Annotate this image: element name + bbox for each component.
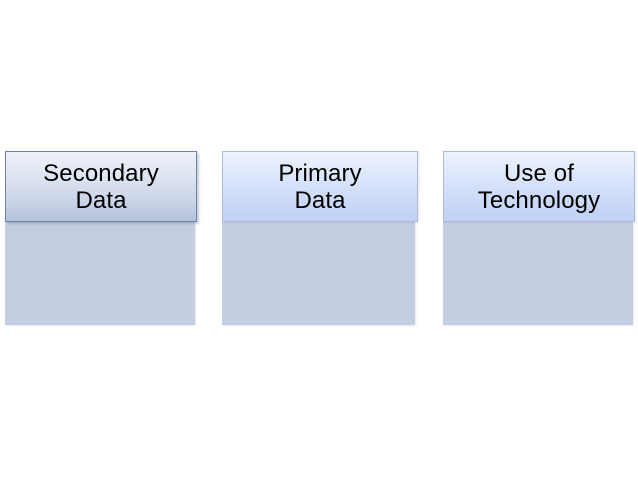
column-header-label-use-of-technology: Use of Technology (477, 159, 601, 214)
column-body-primary-data[interactable] (222, 222, 415, 325)
column-header-label-primary-data: Primary Data (278, 159, 362, 214)
diagram-column-use-of-technology[interactable]: Use of Technology (443, 151, 635, 325)
column-body-secondary-data[interactable] (5, 222, 195, 325)
column-body-use-of-technology[interactable] (443, 222, 633, 325)
diagram-column-secondary-data[interactable]: Secondary Data (5, 151, 197, 325)
column-header-label-secondary-data: Secondary Data (43, 159, 159, 214)
column-header-card-use-of-technology[interactable]: Use of Technology (443, 151, 635, 222)
column-header-card-primary-data[interactable]: Primary Data (222, 151, 418, 222)
diagram-column-primary-data[interactable]: Primary Data (222, 151, 418, 325)
column-header-card-secondary-data[interactable]: Secondary Data (5, 151, 197, 222)
